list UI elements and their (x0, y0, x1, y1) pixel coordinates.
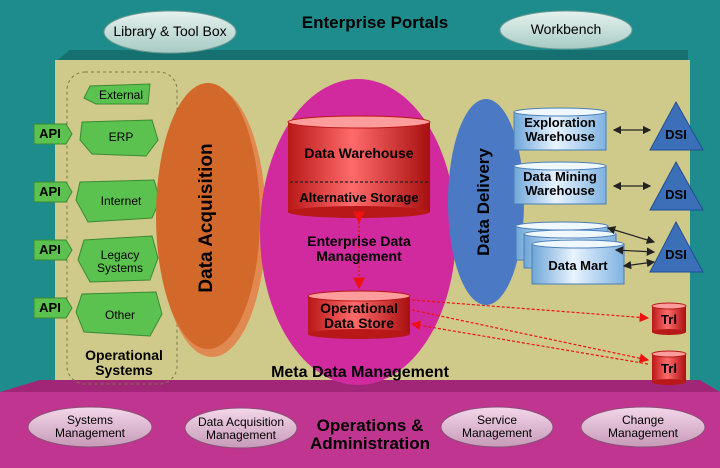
systems-management[interactable]: Systems Management (54, 413, 126, 440)
meta-data-management-label: Meta Data Management (271, 364, 449, 382)
api-tab-2: API (39, 183, 61, 199)
workbench-portal[interactable]: Workbench (530, 21, 602, 38)
source-erp: ERP (108, 129, 134, 144)
dsi-3-label: DSI (665, 246, 687, 262)
operations-title: Operations & Administration (310, 415, 430, 453)
source-legacy-systems: Legacy Systems (96, 248, 143, 275)
library-toolbox-portal[interactable]: Library & Tool Box (113, 23, 227, 40)
ods-label: Operational Data Store (320, 299, 398, 331)
data-mining-warehouse-label: Data Mining Warehouse (523, 168, 597, 198)
dsi-1-label: DSI (665, 126, 687, 142)
alternative-storage-label: Alternative Storage (299, 189, 419, 205)
source-external: External (98, 87, 144, 102)
data-acquisition-ellipse (156, 83, 260, 349)
dsi-2-label: DSI (665, 186, 687, 202)
operational-systems-label: Operational Systems (85, 346, 163, 378)
data-warehouse-label: Data Warehouse (304, 145, 414, 162)
source-internet: Internet (100, 193, 142, 208)
service-management[interactable]: Service Management (461, 413, 533, 440)
edm-label: Enterprise Data Management (307, 232, 411, 264)
trl-1-label: Trl (661, 311, 677, 327)
api-tab-3: API (39, 241, 61, 257)
change-management[interactable]: Change Management (607, 413, 679, 440)
data-mart-label: Data Mart (548, 257, 608, 273)
api-tab-1: API (39, 125, 61, 141)
data-acquisition-label: Data Acquisition (196, 143, 217, 293)
data-delivery-ellipse (448, 99, 524, 305)
data-acquisition-management[interactable]: Data Acquisition Management (197, 415, 285, 442)
enterprise-portals-title: Enterprise Portals (301, 12, 449, 32)
source-other: Other (104, 307, 135, 322)
exploration-warehouse-label: Exploration Warehouse (524, 114, 596, 144)
trl-2-label: Trl (661, 360, 677, 376)
api-tab-4: API (39, 299, 61, 315)
data-delivery-label: Data Delivery (474, 148, 493, 256)
